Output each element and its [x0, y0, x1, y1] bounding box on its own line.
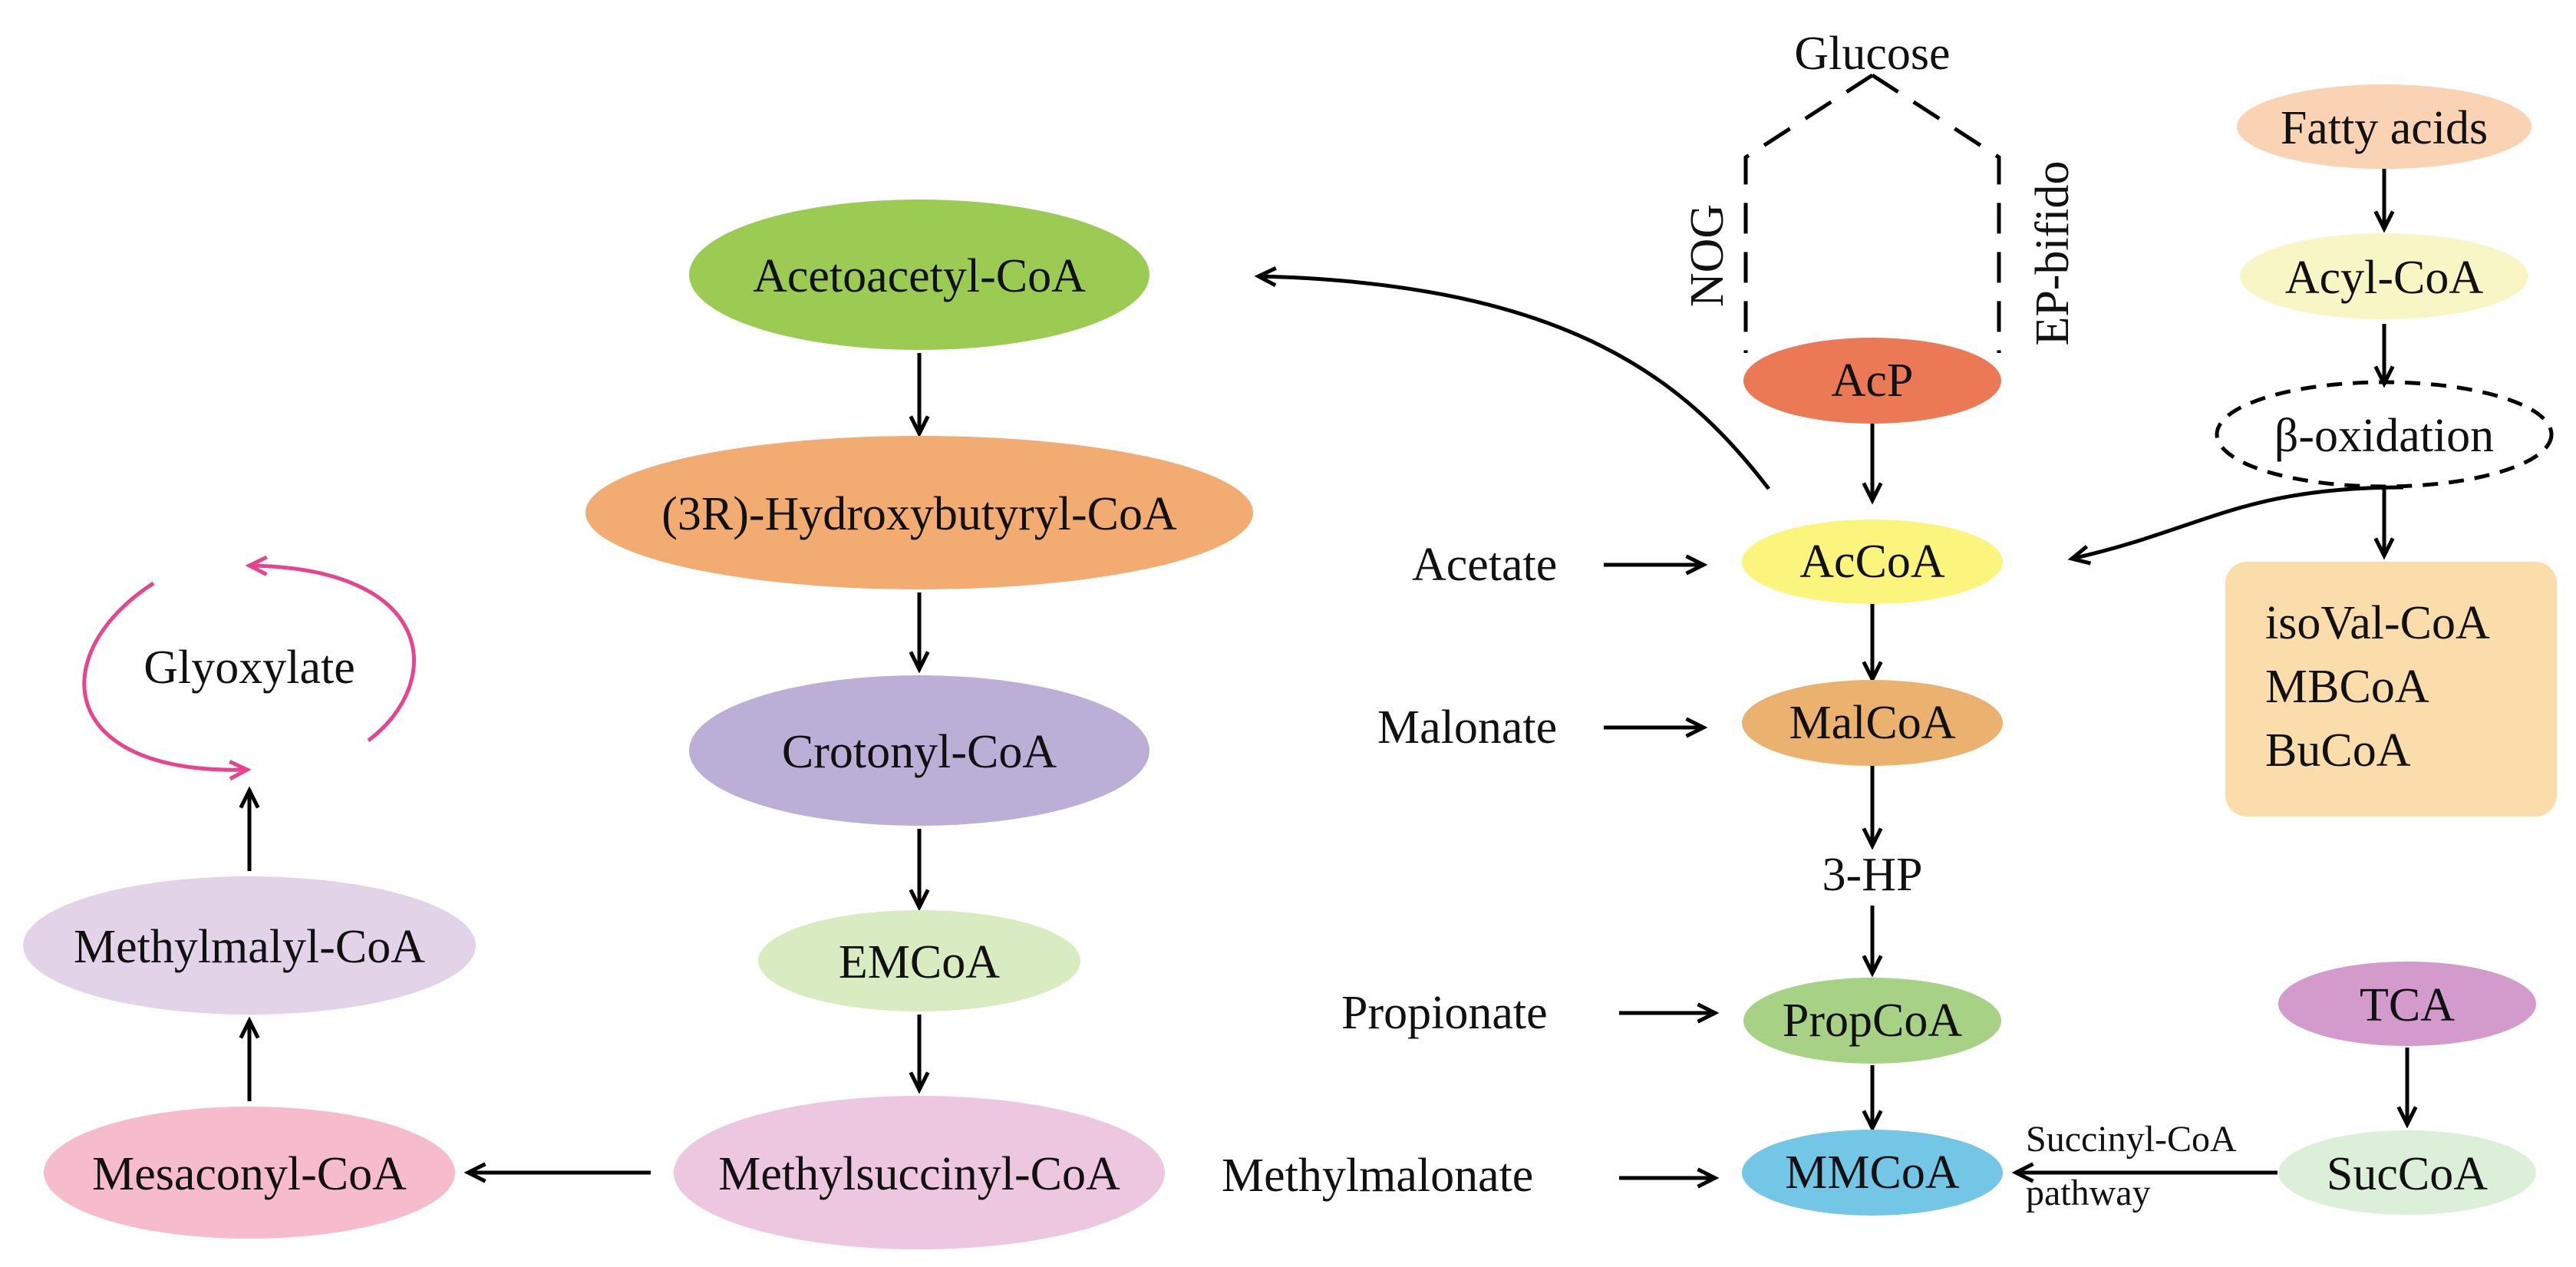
- crotonyl-ellipse: [689, 675, 1149, 826]
- mmcoa-ellipse: [1742, 1130, 2003, 1216]
- node-emcoa: EMCoA: [758, 910, 1080, 1011]
- acetate-label: Acetate: [1412, 539, 1557, 591]
- node-succoa: SucCoA: [2278, 1130, 2536, 1215]
- acyl-coa-label: Acyl-CoA: [2285, 252, 2484, 304]
- node-hydroxybutyryl-coa: (3R)-Hydroxybutyryl-CoA: [585, 436, 1253, 589]
- succoa-label: SucCoA: [2327, 1148, 2488, 1200]
- methylmalyl-ellipse: [23, 876, 476, 1015]
- node-methylsuccinyl-coa: Methylsuccinyl-CoA: [674, 1096, 1165, 1249]
- emcoa-label: EMCoA: [839, 936, 1000, 988]
- nog-dashed-path: [1743, 73, 1874, 353]
- node-malcoa: MalCoA: [1742, 680, 2003, 766]
- node-mmcoa: MMCoA: [1742, 1130, 2003, 1216]
- edge-betaox-accoa: [2072, 485, 2404, 559]
- beta-oxidation-label: β-oxidation: [2274, 410, 2494, 462]
- glyoxylate-cycle-right-arc: [249, 566, 416, 742]
- malonate-label: Malonate: [1377, 701, 1557, 754]
- propcoa-ellipse: [1743, 978, 2001, 1064]
- node-methylmalyl-coa: Methylmalyl-CoA: [23, 876, 476, 1015]
- acp-label: AcP: [1832, 355, 1914, 407]
- acp-ellipse: [1743, 338, 2001, 424]
- mesaconyl-label: Mesaconyl-CoA: [92, 1148, 407, 1200]
- glyoxylate-cycle-left-arc: [82, 581, 247, 770]
- mmcoa-label: MMCoA: [1785, 1147, 1960, 1199]
- methylsuccinyl-label: Methylsuccinyl-CoA: [718, 1148, 1120, 1200]
- nog-label: NOG: [1681, 204, 1733, 307]
- acetoacetyl-label: Acetoacetyl-CoA: [753, 250, 1086, 302]
- bucoa-label: BuCoA: [2265, 724, 2411, 777]
- node-beta-oxidation: β-oxidation: [2215, 380, 2554, 489]
- methylmalyl-label: Methylmalyl-CoA: [74, 921, 425, 973]
- edge-accoa-acetoacetyl: [1258, 276, 1770, 490]
- succinyl-pathway-line1: Succinyl-CoA: [2026, 1119, 2237, 1160]
- beta-oxidation-ellipse: [2215, 380, 2554, 489]
- fatty-acids-label: Fatty acids: [2281, 102, 2488, 154]
- mbcoa-label: MBCoA: [2265, 661, 2429, 713]
- succoa-ellipse: [2278, 1130, 2536, 1215]
- node-mesaconyl-coa: Mesaconyl-CoA: [44, 1107, 455, 1239]
- acyl-coa-ellipse: [2240, 233, 2528, 319]
- node-acetoacetyl-coa: Acetoacetyl-CoA: [689, 200, 1149, 350]
- mesaconyl-ellipse: [44, 1107, 455, 1239]
- node-acyl-coa: Acyl-CoA: [2240, 233, 2528, 319]
- edges: [82, 73, 2407, 1178]
- isoval-coa-label: isoVal-CoA: [2265, 597, 2490, 649]
- node-crotonyl-coa: Crotonyl-CoA: [689, 675, 1149, 826]
- malcoa-ellipse: [1742, 680, 2003, 766]
- acetoacetyl-ellipse: [689, 200, 1149, 350]
- ep-bifido-dashed-path: [1871, 73, 2001, 353]
- ep-bifido-label: EP-bifido: [2027, 160, 2079, 345]
- hydroxybutyryl-label: (3R)-Hydroxybutyryl-CoA: [661, 488, 1177, 540]
- propionate-label: Propionate: [1341, 987, 1548, 1039]
- accoa-label: AcCoA: [1799, 536, 1945, 588]
- three-hp-label: 3-HP: [1822, 849, 1923, 901]
- methylsuccinyl-ellipse: [674, 1096, 1165, 1249]
- hydroxybutyryl-ellipse: [585, 436, 1253, 589]
- node-acp: AcP: [1743, 338, 2001, 424]
- node-propcoa: PropCoA: [1743, 978, 2001, 1064]
- fatty-acids-ellipse: [2237, 84, 2531, 169]
- accoa-ellipse: [1742, 520, 2003, 604]
- crotonyl-label: Crotonyl-CoA: [782, 726, 1057, 778]
- branched-acyl-coa-box: isoVal-CoA MBCoA BuCoA: [2225, 562, 2557, 817]
- glyoxylate-label: Glyoxylate: [143, 642, 355, 694]
- emcoa-ellipse: [758, 910, 1080, 1011]
- succinyl-pathway-line2: pathway: [2026, 1173, 2151, 1213]
- tca-label: TCA: [2360, 979, 2455, 1031]
- tca-ellipse: [2278, 962, 2536, 1046]
- node-tca: TCA: [2278, 962, 2536, 1046]
- node-accoa: AcCoA: [1742, 520, 2003, 604]
- methylmalonate-label: Methylmalonate: [1222, 1150, 1533, 1202]
- branched-box-bg: [2225, 562, 2557, 817]
- propcoa-label: PropCoA: [1783, 995, 1962, 1047]
- glucose-label: Glucose: [1794, 28, 1950, 80]
- node-fatty-acids: Fatty acids: [2237, 84, 2531, 169]
- malcoa-label: MalCoA: [1789, 697, 1956, 749]
